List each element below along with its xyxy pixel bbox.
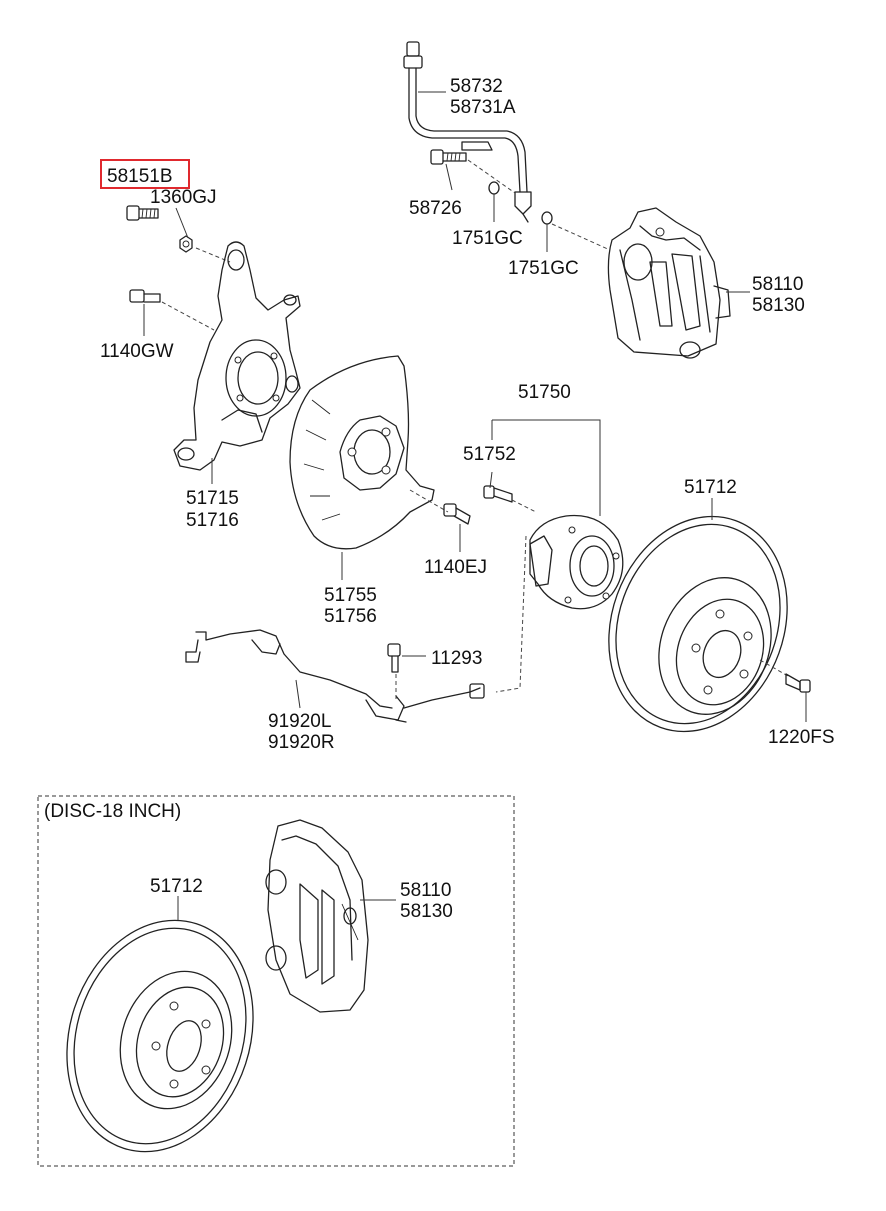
label-knuckle-1: 51715: [186, 488, 239, 509]
washer-a-drawing: [488, 181, 500, 195]
inset-title: (DISC-18 INCH): [44, 801, 181, 822]
label-caliper-1: 58110: [752, 274, 803, 295]
label-washer-a: 1751GC: [452, 228, 523, 249]
label-hub-bolt: 51752: [463, 444, 516, 465]
highlight-box: [100, 159, 190, 189]
label-nut-1360gj: 1360GJ: [150, 187, 217, 208]
label-bolt-1140gw: 1140GW: [100, 341, 174, 362]
label-bolt-1140ej: 1140EJ: [424, 557, 487, 578]
caliper-drawing: [607, 207, 731, 359]
label-caliper-2: 58130: [752, 295, 805, 316]
bolt-11293-drawing: [387, 643, 401, 673]
wheel-sensor-drawing: [185, 629, 485, 723]
inset-caliper-drawing: [265, 819, 369, 1013]
label-dust-cover-1: 51755: [324, 585, 377, 606]
label-brake-hose-2: 58731A: [450, 97, 516, 118]
bolt-1140ej-drawing: [443, 503, 471, 525]
label-brake-hose-1: 58732: [450, 76, 503, 97]
inset-label-caliper-2: 58130: [400, 901, 453, 922]
inset-box: [37, 795, 515, 1167]
bolt-58151b-drawing: [126, 205, 159, 221]
label-bolt-11293: 11293: [431, 648, 482, 669]
label-screw-1220fs: 1220FS: [768, 727, 835, 748]
label-wheel-sensor-1: 91920L: [268, 711, 331, 732]
bolt-1140gw-drawing: [129, 289, 161, 303]
inset-label-caliper-1: 58110: [400, 880, 451, 901]
label-dust-cover-2: 51756: [324, 606, 377, 627]
label-knuckle-2: 51716: [186, 510, 239, 531]
brake-hose-drawing: [403, 41, 532, 223]
bolt-58726-drawing: [430, 149, 467, 165]
nut-1360gj-drawing: [179, 235, 193, 253]
disc-drawing: [608, 515, 788, 733]
label-washer-b: 1751GC: [508, 258, 579, 279]
inset-disc-drawing: [66, 919, 254, 1153]
dust-cover-drawing: [289, 355, 435, 550]
label-disc: 51712: [684, 477, 737, 498]
washer-b-drawing: [541, 211, 553, 225]
screw-1220fs-drawing: [785, 673, 811, 693]
inset-label-disc: 51712: [150, 876, 203, 897]
label-bolt-58726: 58726: [409, 198, 462, 219]
knuckle-drawing: [173, 241, 301, 471]
label-wheel-sensor-2: 91920R: [268, 732, 335, 753]
label-hub-assembly: 51750: [518, 382, 571, 403]
hub-assembly-drawing: [529, 514, 624, 610]
hub-bolt-drawing: [483, 485, 513, 503]
label-highlighted-part[interactable]: 58151B: [107, 166, 173, 187]
leader-lines: [143, 91, 807, 722]
